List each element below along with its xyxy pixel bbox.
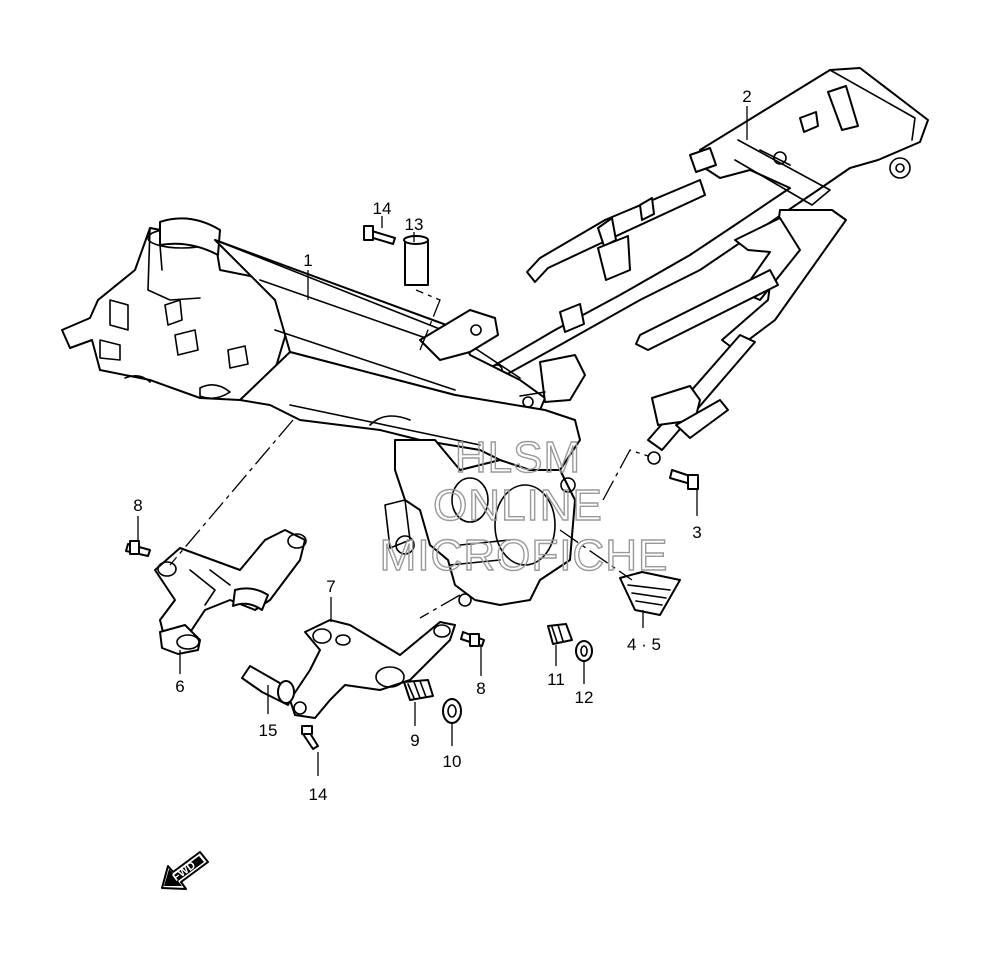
callouts: 1 2 3 4 · 5 6 7 8 8 9 10 11 12 13 14 14 … <box>133 87 751 804</box>
callout-13: 13 <box>405 215 424 234</box>
callout-3: 3 <box>692 523 701 542</box>
bolt-3 <box>669 469 699 490</box>
callout-10: 10 <box>443 752 462 771</box>
fwd-arrow-icon: FWD <box>161 851 209 890</box>
reflector-plate <box>619 571 681 616</box>
collar-13 <box>403 235 429 286</box>
watermark-line-3: MICROFICHE <box>380 531 669 580</box>
nut-12 <box>575 640 593 662</box>
callout-7: 7 <box>326 577 335 596</box>
callout-1: 1 <box>303 251 312 270</box>
engine-mount-bracket <box>289 619 456 719</box>
callout-14-bottom: 14 <box>309 785 328 804</box>
cushion-11 <box>547 623 573 645</box>
callout-4-5: 4 · 5 <box>627 635 661 654</box>
leader-lines <box>137 106 748 776</box>
callout-8-left: 8 <box>133 496 142 515</box>
callout-6: 6 <box>175 677 184 696</box>
footrest-bracket <box>154 529 307 655</box>
watermark-line-1: HLSM <box>455 433 581 482</box>
callout-9: 9 <box>410 731 419 750</box>
callout-14-top: 14 <box>373 199 392 218</box>
watermark: HLSM ONLINE MICROFICHE <box>379 432 669 580</box>
callout-15: 15 <box>259 721 278 740</box>
nut-10 <box>442 698 462 724</box>
bolt-14-bottom <box>301 725 319 750</box>
callout-8-right: 8 <box>476 679 485 698</box>
bolt-8-right <box>460 631 485 647</box>
callout-11: 11 <box>547 670 565 689</box>
assembly-lines <box>169 289 649 619</box>
callout-12: 12 <box>575 688 594 707</box>
bolt-14-top <box>363 225 396 245</box>
cushion-9 <box>403 679 434 701</box>
main-frame <box>61 217 586 607</box>
bolt-8-left <box>125 540 151 557</box>
watermark-line-2: ONLINE <box>433 481 603 530</box>
seat-rail-frame <box>489 67 929 465</box>
callout-2: 2 <box>742 87 751 106</box>
